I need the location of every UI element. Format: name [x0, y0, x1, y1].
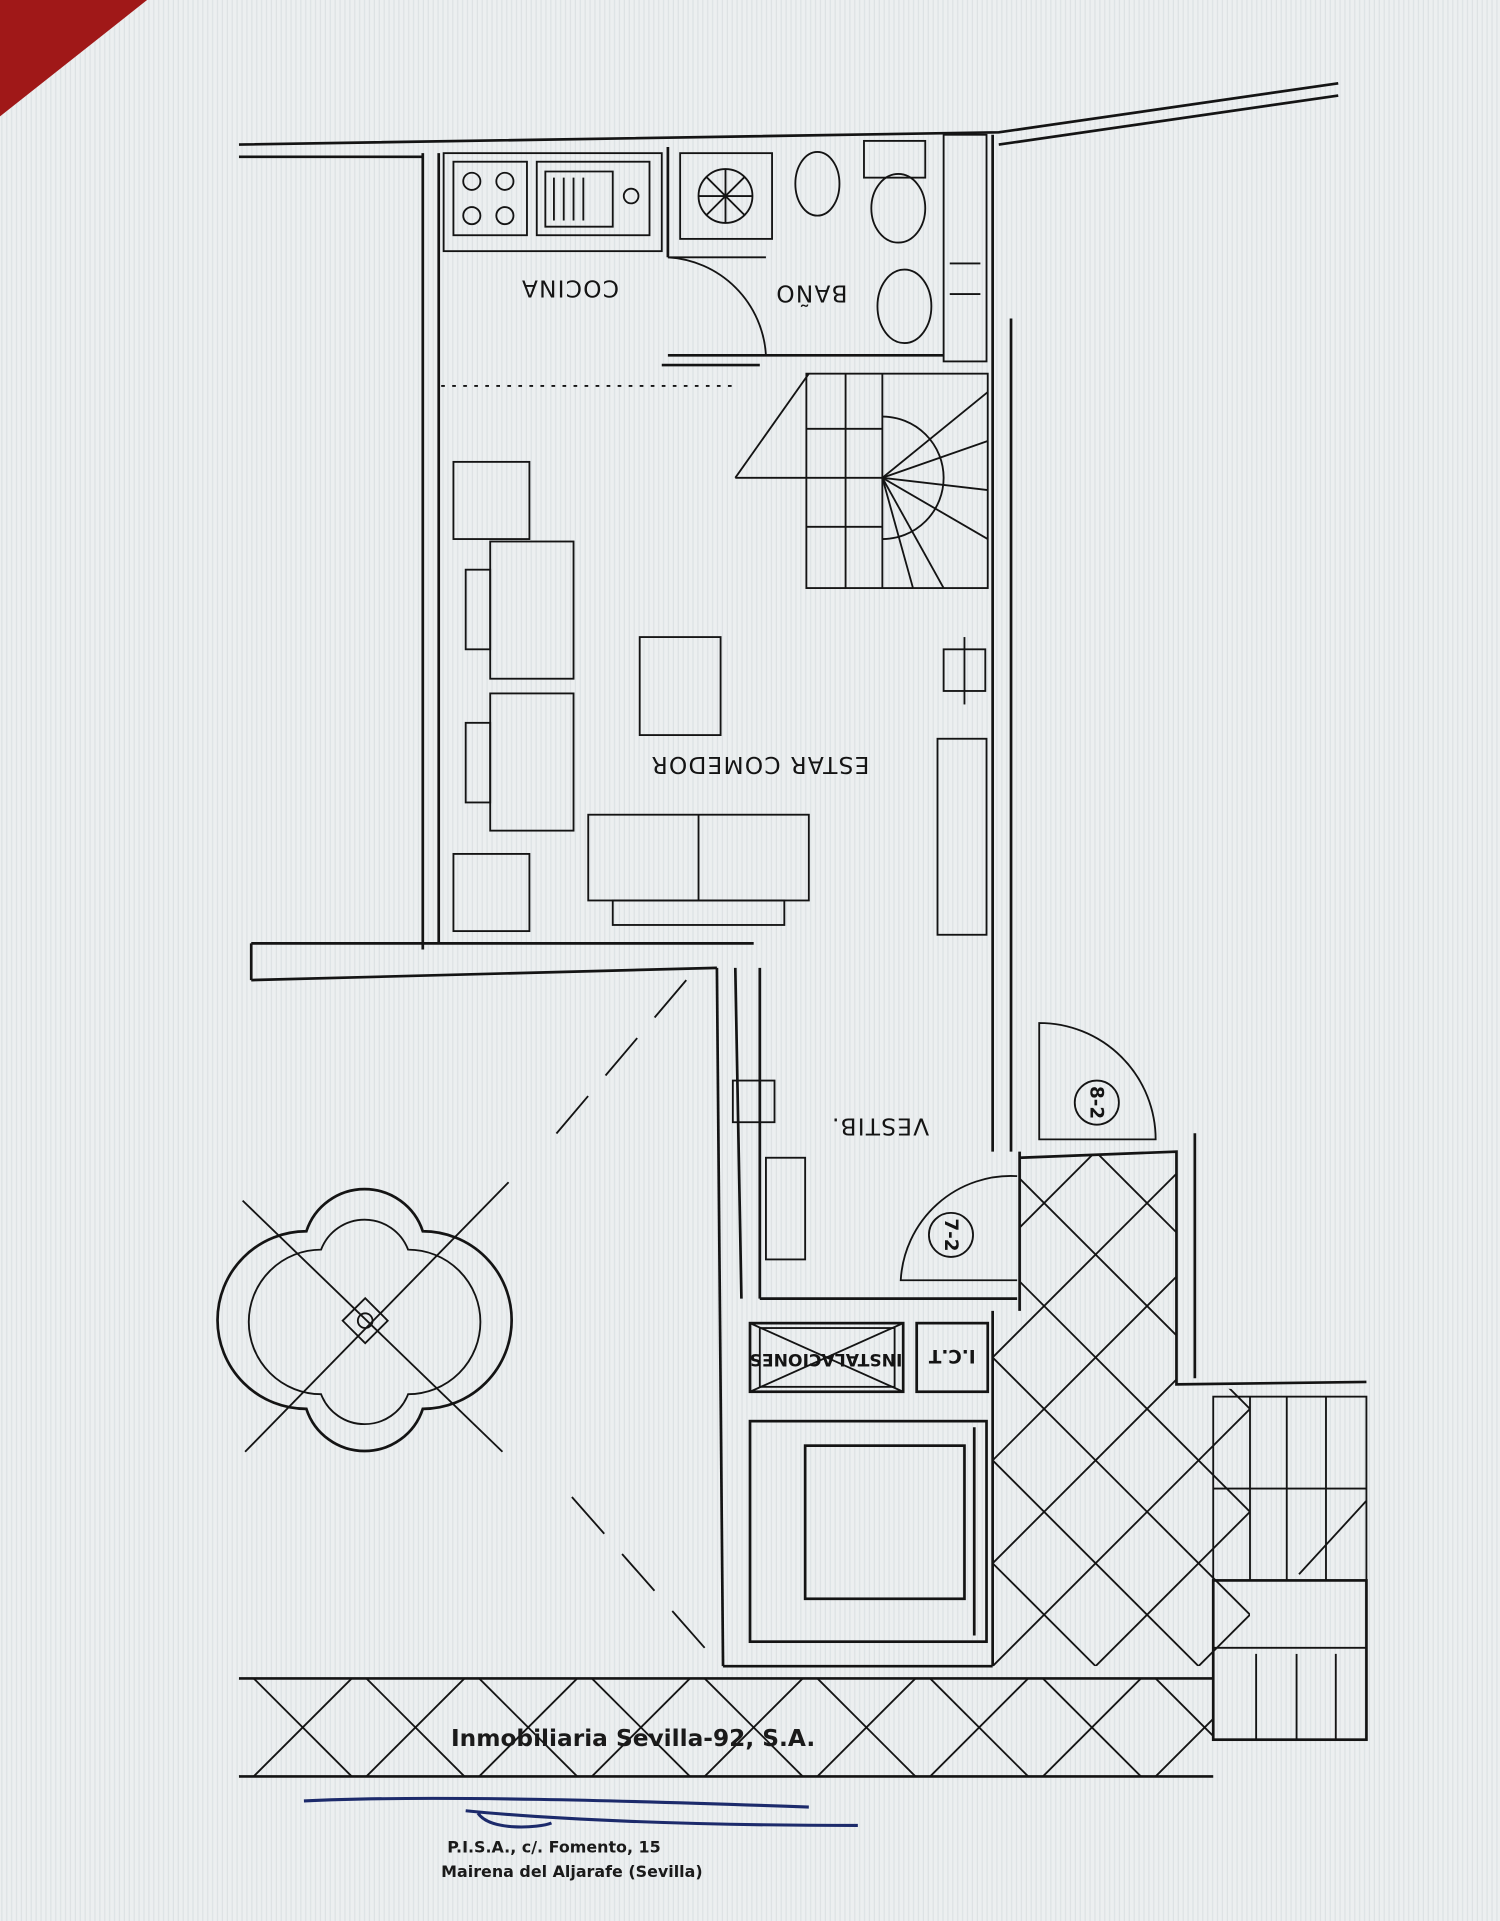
- bathroom: BAÑO: [661, 133, 988, 367]
- door-tag-8-2: 8-2: [1086, 1086, 1107, 1119]
- paving-line: [816, 1678, 917, 1777]
- door-tag-7-2: 7-2: [940, 1218, 961, 1251]
- hall: 7-2 8-2 VESTIB.: [731, 1022, 1157, 1282]
- paving-line: [591, 1678, 691, 1777]
- paving-line: [253, 1678, 353, 1777]
- service-area: INSTALACIONES I.C.T: [748, 1321, 990, 1644]
- installations-label: INSTALACIONES: [750, 1349, 903, 1369]
- stamp-address-2: Mairena del Aljarafe (Sevilla): [441, 1862, 702, 1881]
- paving-line: [704, 1678, 804, 1777]
- bathroom-label: BAÑO: [775, 279, 848, 307]
- living-furniture: ESTAR COMEDOR: [452, 460, 988, 936]
- kitchen: COCINA: [442, 152, 663, 302]
- paving-line: [365, 1678, 466, 1777]
- walls: [238, 81, 1367, 1778]
- kitchen-label: COCINA: [521, 275, 619, 302]
- company-stamp: Inmobiliaria Sevilla-92, S.A. P.I.S.A., …: [303, 1725, 858, 1881]
- stamp-company: Inmobiliaria Sevilla-92, S.A.: [451, 1725, 815, 1752]
- paving-line: [1094, 1151, 1250, 1667]
- paving-line: [992, 1151, 1250, 1667]
- paving-line: [929, 1678, 1029, 1777]
- hall-label: VESTIB.: [831, 1113, 929, 1140]
- paving-line: [992, 1151, 1200, 1667]
- paving-line: [992, 1151, 1097, 1667]
- paving-line: [992, 1151, 1250, 1667]
- stamp-address-1: P.I.S.A., c/. Fomento, 15: [447, 1837, 660, 1856]
- paving-line: [1154, 1717, 1214, 1777]
- patio: [216, 979, 706, 1649]
- signature: [303, 1796, 858, 1829]
- staircase: [734, 372, 989, 589]
- paving-line: [992, 1151, 1250, 1667]
- paving-line: [992, 1151, 1200, 1667]
- paving-line: [478, 1678, 578, 1777]
- red-corner: [0, 0, 148, 117]
- paving-line: [1042, 1678, 1142, 1777]
- ict-label: I.C.T: [928, 1345, 975, 1366]
- living-dining-label: ESTAR COMEDOR: [650, 751, 869, 778]
